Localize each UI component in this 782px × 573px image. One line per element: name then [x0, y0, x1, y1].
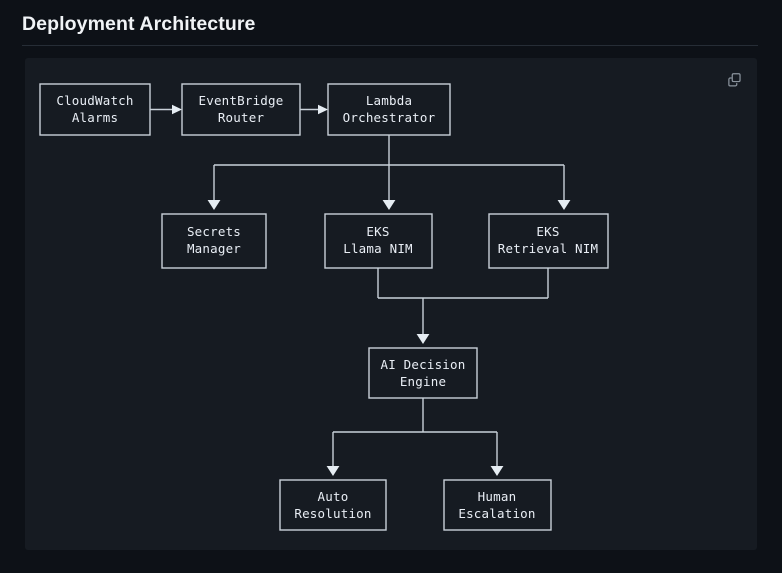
- page-title: Deployment Architecture: [22, 13, 256, 35]
- node-label-line1: EventBridge: [199, 93, 284, 108]
- node-ai-decision-engine[interactable]: AI Decision Engine: [368, 347, 478, 399]
- node-auto-resolution[interactable]: Auto Resolution: [279, 479, 387, 531]
- copy-button[interactable]: [723, 68, 745, 90]
- node-eks-retrieval-nim[interactable]: EKS Retrieval NIM: [488, 213, 609, 269]
- node-label-line1: CloudWatch: [56, 93, 133, 108]
- node-eventbridge-router[interactable]: EventBridge Router: [181, 83, 301, 136]
- node-label-line1: Human: [478, 489, 517, 504]
- node-label-line2: Alarms: [72, 110, 118, 125]
- edge-eventbridge-lambda: [300, 104, 328, 115]
- node-label-line2: Escalation: [458, 506, 535, 521]
- edge-decision-fanout: [326, 398, 504, 476]
- node-label-line1: Secrets: [187, 224, 241, 239]
- edge-nim-merge-decision: [377, 268, 549, 344]
- node-lambda-orchestrator[interactable]: Lambda Orchestrator: [327, 83, 451, 136]
- node-label-line1: AI Decision: [381, 357, 466, 372]
- node-label-line1: EKS: [536, 224, 559, 239]
- edge-cloudwatch-eventbridge: [150, 104, 182, 115]
- node-human-escalation[interactable]: Human Escalation: [443, 479, 552, 531]
- node-label-line2: Router: [218, 110, 265, 125]
- node-label-line2: Manager: [187, 241, 241, 256]
- edge-group: [150, 104, 571, 476]
- node-cloudwatch-alarms[interactable]: CloudWatch Alarms: [39, 83, 151, 136]
- node-label-line2: Retrieval NIM: [498, 241, 598, 256]
- architecture-flowchart: CloudWatch Alarms EventBridge Router Lam…: [39, 83, 609, 531]
- node-label-line1: Lambda: [366, 93, 412, 108]
- copy-icon: [727, 72, 742, 87]
- edge-lambda-fanout: [207, 135, 571, 210]
- node-label-line1: Auto: [318, 489, 349, 504]
- node-label-line2: Llama NIM: [343, 241, 413, 256]
- diagram-panel: CloudWatch Alarms EventBridge Router Lam…: [25, 58, 757, 550]
- node-label-line1: EKS: [366, 224, 389, 239]
- node-eks-llama-nim[interactable]: EKS Llama NIM: [324, 213, 433, 269]
- title-divider: [22, 45, 758, 46]
- node-label-line2: Orchestrator: [343, 110, 436, 125]
- node-label-line2: Engine: [400, 374, 446, 389]
- node-secrets-manager[interactable]: Secrets Manager: [161, 213, 267, 269]
- node-label-line2: Resolution: [294, 506, 371, 521]
